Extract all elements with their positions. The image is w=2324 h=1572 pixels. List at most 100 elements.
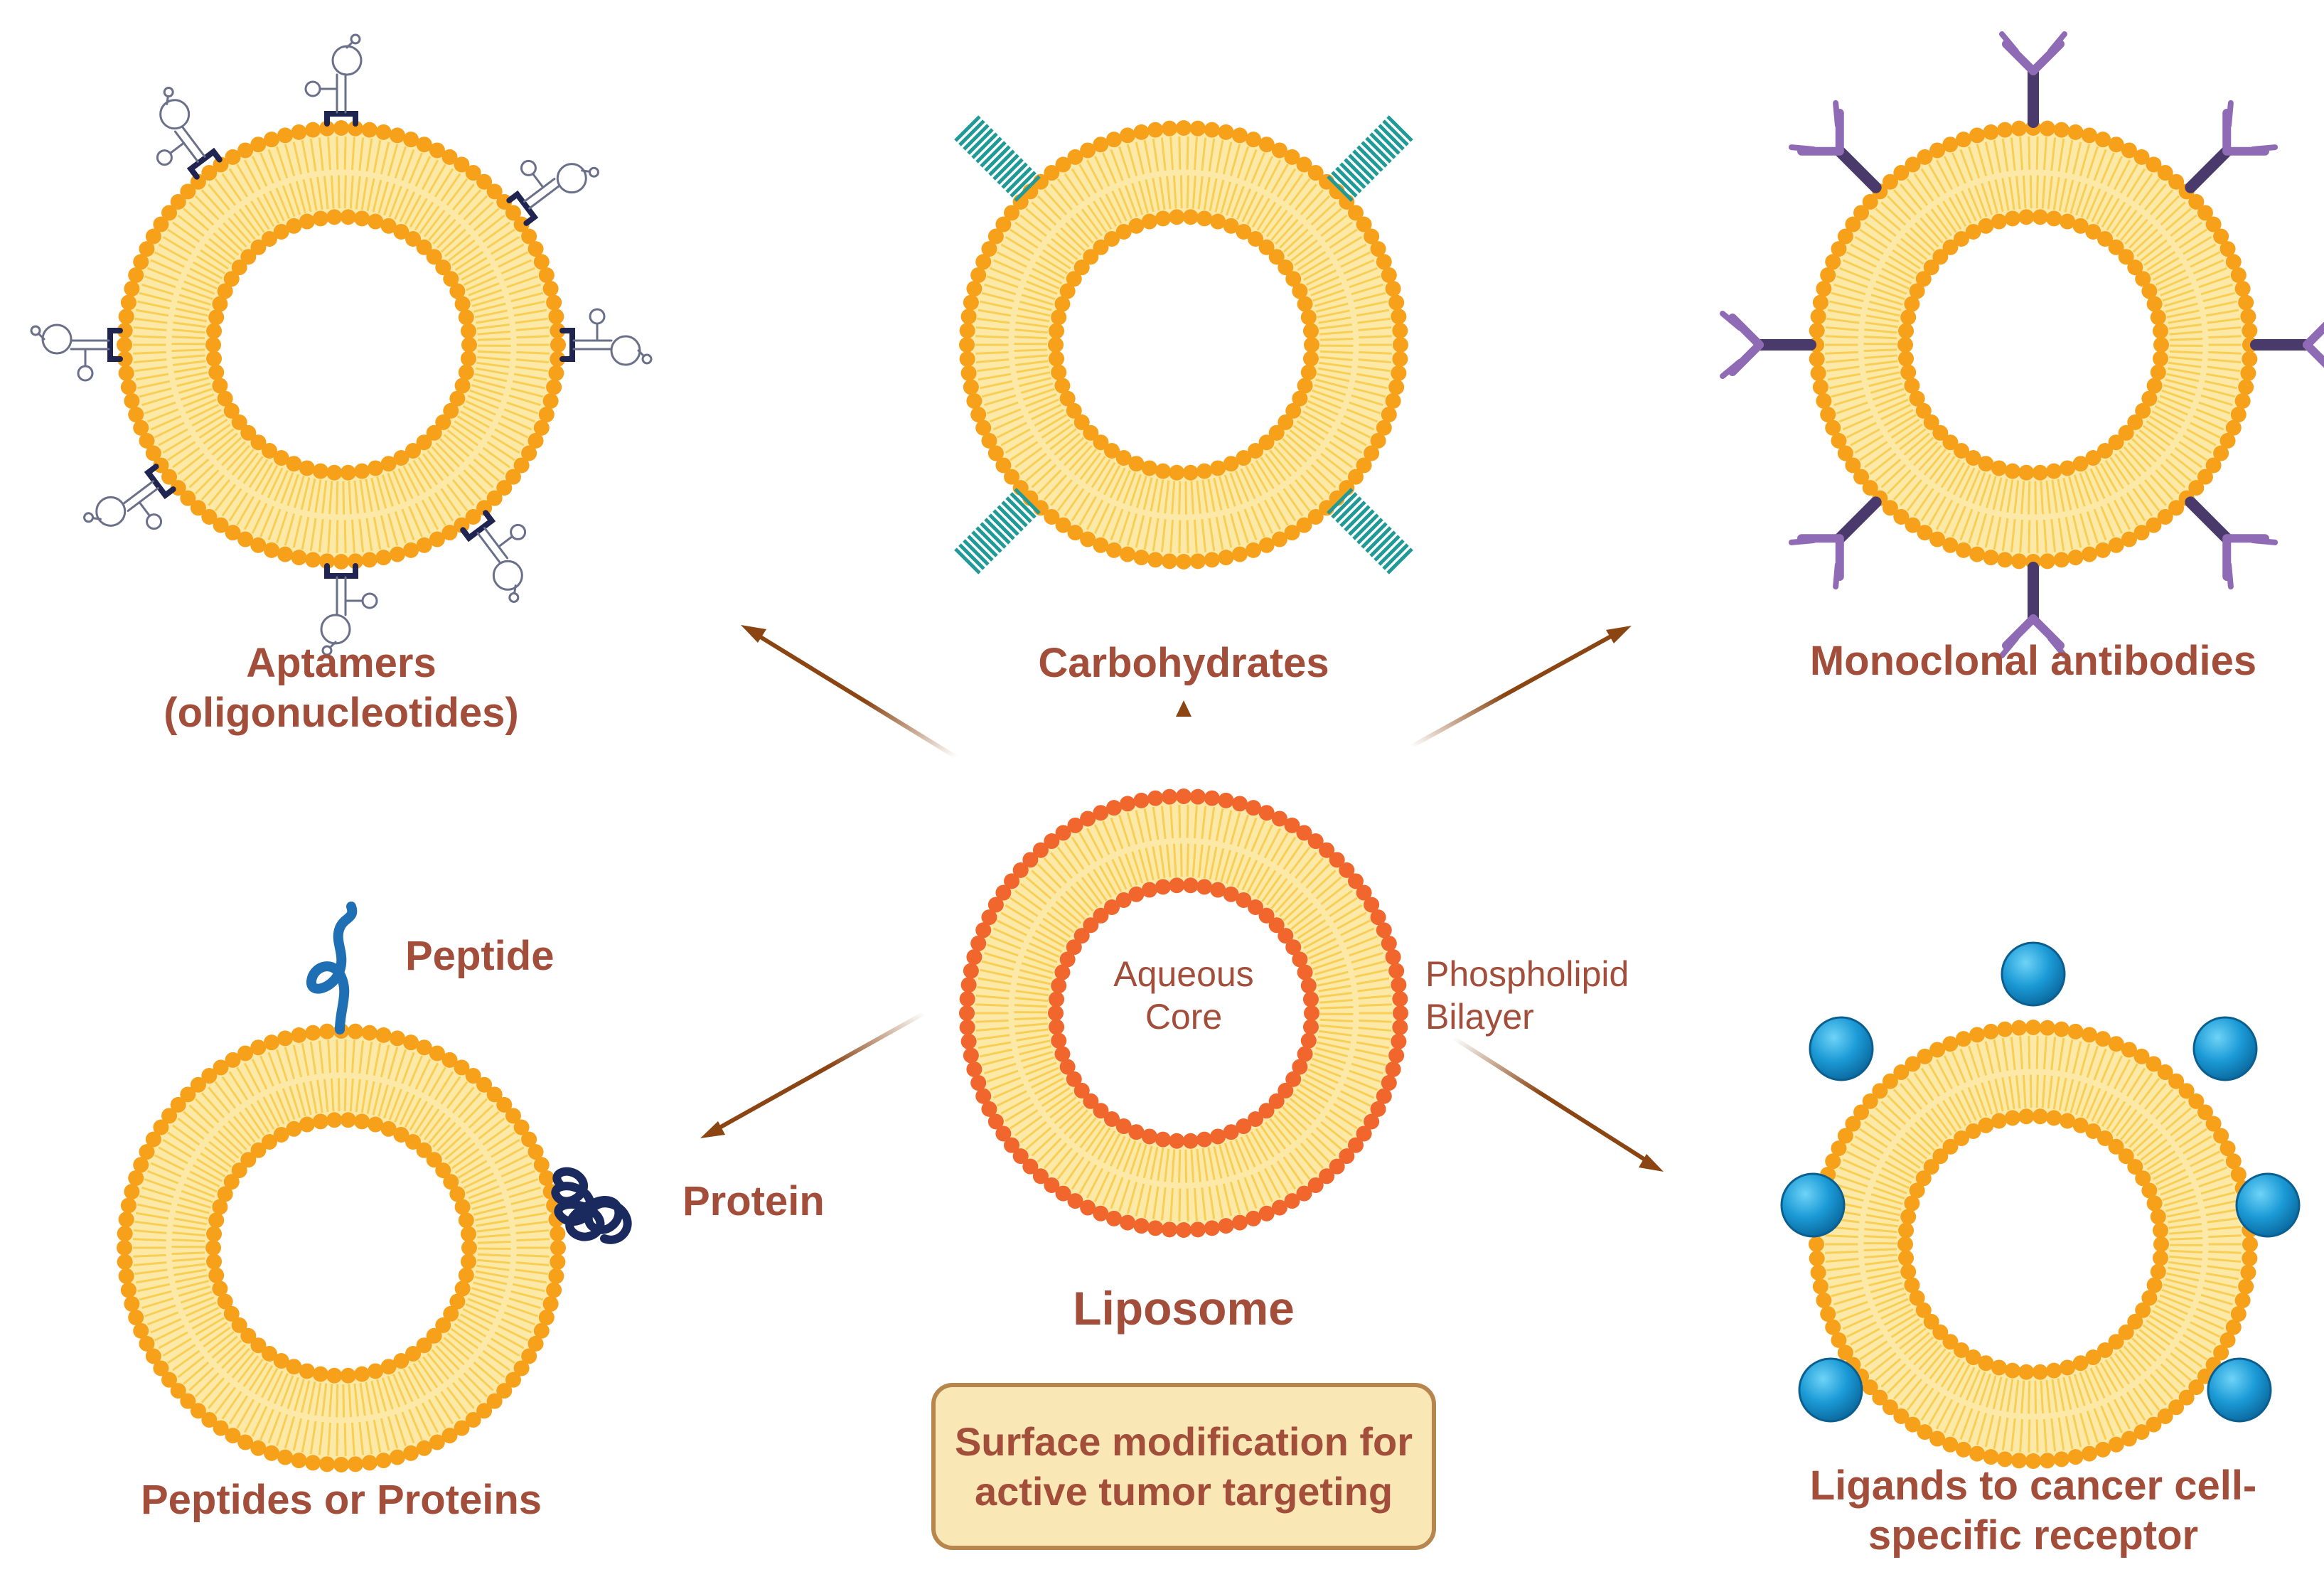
lipid-head (389, 1030, 405, 1047)
lipid-tail (269, 190, 285, 222)
lipid-tail (1359, 335, 1392, 339)
lipid-head (1155, 879, 1171, 895)
lipid-tail (2207, 317, 2240, 324)
lipid-tail (2158, 275, 2190, 292)
lipid-tail (515, 1261, 550, 1267)
lipid-head (2225, 1319, 2242, 1335)
lipid-tail (2069, 1081, 2081, 1113)
antibody-tip (2226, 100, 2234, 128)
lipid-tail (1071, 1160, 1091, 1190)
lipid-head (2152, 323, 2168, 339)
lipid-head (2060, 213, 2076, 230)
lipid-tail (417, 1359, 439, 1389)
carbohydrate-unit (967, 128, 994, 155)
lipid-heads (959, 120, 1408, 570)
lipid-tail (2161, 1288, 2194, 1303)
lipid-head (1991, 1113, 2007, 1129)
lipid-tail (1294, 852, 1317, 879)
lipid-head (960, 365, 977, 381)
lipid-tail (2167, 367, 2201, 375)
lipid-tail (2124, 218, 2148, 245)
ligand-sphere (1809, 1016, 1874, 1081)
carbohydrate-unit (1369, 530, 1396, 557)
bilayer-band (1816, 1027, 2250, 1461)
lipid-tail (284, 513, 296, 546)
lipid-tail (1060, 227, 1086, 252)
lipid-tail (1833, 394, 1866, 407)
lipid-tail (1118, 510, 1131, 544)
lipid-tail (996, 422, 1027, 439)
aptamer-linker (144, 464, 176, 500)
lipid-tail (2168, 324, 2202, 330)
lipid-tail (227, 217, 252, 244)
lipid-head (1376, 419, 1392, 436)
lipid-head (120, 294, 136, 311)
lipid-tail (440, 228, 466, 253)
lipid-tail (2113, 1059, 2131, 1090)
lipid-tail (1152, 138, 1160, 172)
lipid-head (223, 1305, 240, 1322)
lipid-tail (171, 336, 205, 340)
lipid-tail (211, 1335, 238, 1359)
lipid-tail (167, 441, 196, 461)
lipid-tail (1276, 168, 1297, 198)
lipid-tail (1315, 971, 1349, 981)
lipid-tail (307, 1381, 316, 1415)
lipid-head (2072, 1117, 2089, 1133)
lipid-tail (178, 382, 211, 395)
lipid-tail (154, 1154, 185, 1171)
lipid-head (1055, 156, 1071, 173)
lipid-head (1917, 149, 1933, 165)
lipid-head (2072, 218, 2089, 234)
lipid-tail (2195, 408, 2227, 423)
aptamer-end (163, 87, 174, 98)
lipid-tail (1850, 1327, 1880, 1346)
lipid-tail (262, 1096, 280, 1128)
lipid-head (1105, 132, 1122, 148)
lipid-head (1915, 1302, 1932, 1318)
lipid-head (959, 1019, 975, 1035)
lipid-tail (465, 400, 496, 416)
lipid-tail (1172, 843, 1177, 877)
lipid-head (1897, 337, 1913, 353)
lipid-tail (195, 1317, 225, 1336)
lipid-head (1147, 552, 1164, 568)
lipid-tail (1892, 1148, 1921, 1170)
lipid-tail (387, 144, 399, 176)
lipid-tail (1865, 360, 1898, 366)
lipid-tail (478, 1355, 505, 1379)
lipid-head (261, 231, 277, 247)
lipid-head (1356, 216, 1372, 232)
lipid-head (2242, 1250, 2258, 1266)
lipid-head (340, 1112, 356, 1128)
lipid-head (2225, 254, 2242, 270)
lipid-head (2081, 1027, 2097, 1043)
lipid-tail (434, 1071, 454, 1101)
lipid-tail (348, 1384, 353, 1418)
lipid-tail (287, 1376, 299, 1409)
lipid-head (1862, 1093, 1878, 1109)
lipid-tail (221, 1344, 246, 1369)
lipid-tail (1359, 351, 1392, 355)
carbohydrate-unit (1348, 509, 1375, 536)
lipid-tail (1357, 1034, 1391, 1041)
lipid-head (1917, 1048, 1933, 1064)
lipid-head (1155, 210, 1171, 227)
lipid-tail (516, 351, 550, 355)
lipid-tail (1895, 1322, 1923, 1344)
lipid-head (2234, 281, 2251, 297)
lipid-tail (1358, 326, 1392, 331)
lipid-tail (1201, 1148, 1209, 1182)
lipid-tail (2204, 1279, 2237, 1289)
lipid-tail (176, 1203, 210, 1214)
lipid-tail (188, 464, 215, 488)
lipid-tail (1034, 261, 1066, 279)
lipid-head (1210, 882, 1226, 898)
lipid-tail (516, 1253, 550, 1258)
lipid-head (1923, 1159, 1939, 1175)
lipid-head (1929, 531, 1946, 547)
lipid-head (1364, 897, 1380, 913)
lipid-tail (1319, 324, 1352, 330)
lipid-head (1044, 165, 1060, 181)
lipid-tail (242, 456, 264, 484)
